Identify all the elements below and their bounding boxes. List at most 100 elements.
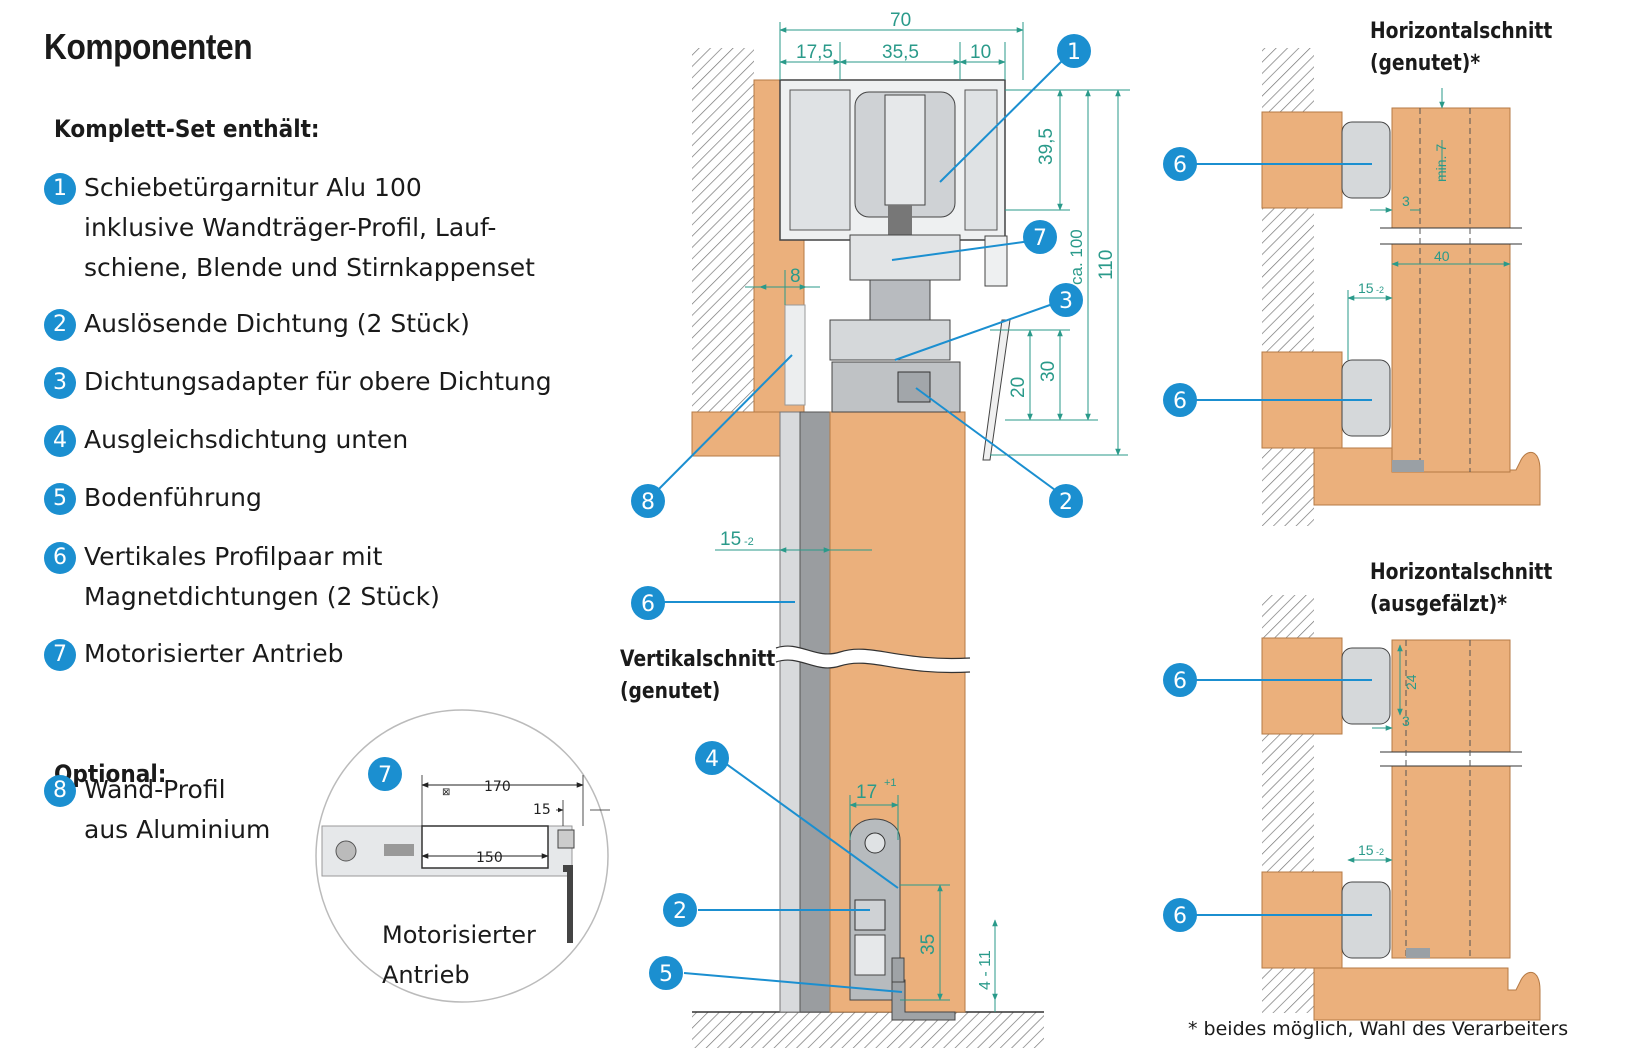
dim-70: 70: [890, 10, 911, 31]
vertical-profile-6: [799, 411, 831, 1013]
dim-20: 20: [1008, 377, 1029, 398]
hanger-bolt: [869, 279, 931, 321]
dim-15-h1-tol: -2: [1376, 285, 1384, 295]
set-heading: Komplett-Set enthält:: [54, 115, 320, 143]
dim-17-vert: 17: [856, 782, 877, 803]
dim-35-5: 35,5: [882, 42, 919, 63]
seal-adapter-3: [829, 319, 951, 361]
callout-bubbles: [631, 34, 1091, 990]
dim-17-tol: +1: [884, 777, 897, 789]
callout-5: 5: [659, 962, 673, 987]
dim-39-5: 39,5: [1036, 128, 1057, 165]
number-badge: 3: [44, 367, 76, 399]
callout-7-motor: [368, 757, 402, 791]
wall-profile-top: [784, 304, 806, 406]
break-line: [776, 646, 970, 673]
dim-15-h1: 15: [1358, 280, 1374, 296]
dim-110: 110: [1096, 250, 1117, 280]
trigger-seal-2: [831, 361, 961, 413]
horizontal-genutet-title: Horizontalschnitt(genutet)*: [1370, 19, 1553, 76]
callout-3: 3: [1059, 289, 1073, 314]
dim-15-tol: -2: [744, 536, 754, 548]
callout-leaders: [647, 50, 1073, 993]
callout-6-h1a: 6: [1173, 153, 1187, 178]
motor-bracket: [563, 865, 573, 943]
callout-6-h1b: 6: [1173, 389, 1187, 414]
number-badge: 5: [44, 483, 76, 515]
wall-hatch-top: [692, 48, 754, 456]
page-title: Komponenten: [44, 26, 253, 67]
callout-7-motor-label: 7: [378, 763, 392, 788]
dim-40: 40: [1434, 248, 1450, 264]
number-badge: 1: [44, 173, 76, 205]
horizontal-section-genutet: min. 7 3 40 15 -2 6 6: [1163, 48, 1541, 526]
dim-3-h1: 3: [1402, 193, 1410, 209]
callout-numbers: 1 7 3 8 2 6 4 2 5: [641, 40, 1081, 987]
dim-170-symbol: ⊠: [442, 787, 450, 798]
dim-3-h2: 3: [1402, 713, 1410, 729]
dim-15-h2: 15: [1358, 842, 1374, 858]
motor-detail-view: ⊠ 170 15 150 7: [315, 709, 610, 1003]
dim-30: 30: [1038, 361, 1059, 382]
dim-150-label: 150: [476, 850, 503, 866]
dim-4-11: 4 - 11: [977, 950, 994, 990]
callout-4: 4: [705, 747, 719, 772]
wall-profile-8: [779, 411, 803, 1013]
magnet-seal-upper: [1341, 121, 1391, 199]
screw-head: [864, 832, 886, 854]
dim-170-label: 170: [484, 779, 511, 795]
magnet-seal-lower: [1341, 359, 1391, 437]
dim-15-h2-tol: -2: [1376, 847, 1384, 857]
dim-min7: min. 7: [1433, 144, 1449, 182]
motor-block: [384, 844, 414, 856]
horizontal-ausgefaelzt-title: Horizontalschnitt(ausgefälzt)*: [1370, 560, 1553, 617]
number-badge: 6: [44, 542, 76, 574]
vertical-section: 70 17,5 35,5 10 39,5 ca. 100 110 8 20 30…: [631, 10, 1130, 1048]
number-badge: 8: [44, 775, 76, 807]
number-badge: 7: [44, 639, 76, 671]
door-edge-lower-2: [1391, 765, 1511, 959]
dimension-labels: 70 17,5 35,5 10 39,5 ca. 100 110 8 20 30…: [720, 10, 1117, 990]
dim-24: 24: [1403, 674, 1419, 690]
motor-housing: [421, 825, 549, 869]
carriage-core: [884, 94, 926, 206]
rail-left-chamber: [789, 89, 851, 231]
dim-17-5: 17,5: [796, 42, 833, 63]
rail-right-chamber: [964, 89, 998, 231]
callout-2-top: 2: [1059, 490, 1073, 515]
dim-8: 8: [790, 266, 801, 287]
vertical-section-title: Vertikalschnitt(genutet): [620, 647, 776, 704]
dim-ca-100: ca. 100: [1067, 229, 1086, 285]
callout-7: 7: [1033, 226, 1047, 251]
compensation-seal: [854, 934, 886, 976]
callout-8: 8: [641, 490, 655, 515]
callout-6-vert: 6: [641, 592, 655, 617]
number-badge: 2: [44, 309, 76, 341]
dim-15-vert: 15: [720, 529, 741, 550]
door-edge-upper-2: [1391, 639, 1511, 753]
dim-15-label: 15: [533, 802, 551, 818]
number-badge: 4: [44, 425, 76, 457]
floor-hatch: [692, 1012, 1044, 1048]
dimension-lines: [715, 22, 1130, 1012]
callout-6-h2b: 6: [1173, 904, 1187, 929]
motor-wheel: [335, 840, 357, 862]
callout-1: 1: [1067, 40, 1081, 65]
door-break: [1380, 228, 1522, 244]
callout-2-bottom: 2: [673, 899, 687, 924]
bottom-seal-2: [854, 899, 886, 931]
frame-upper: [1261, 111, 1343, 209]
carriage-bolt: [888, 205, 912, 235]
door-edge-lower: [1391, 231, 1511, 473]
dim-10: 10: [970, 42, 991, 63]
rail-blende: [984, 235, 1008, 287]
